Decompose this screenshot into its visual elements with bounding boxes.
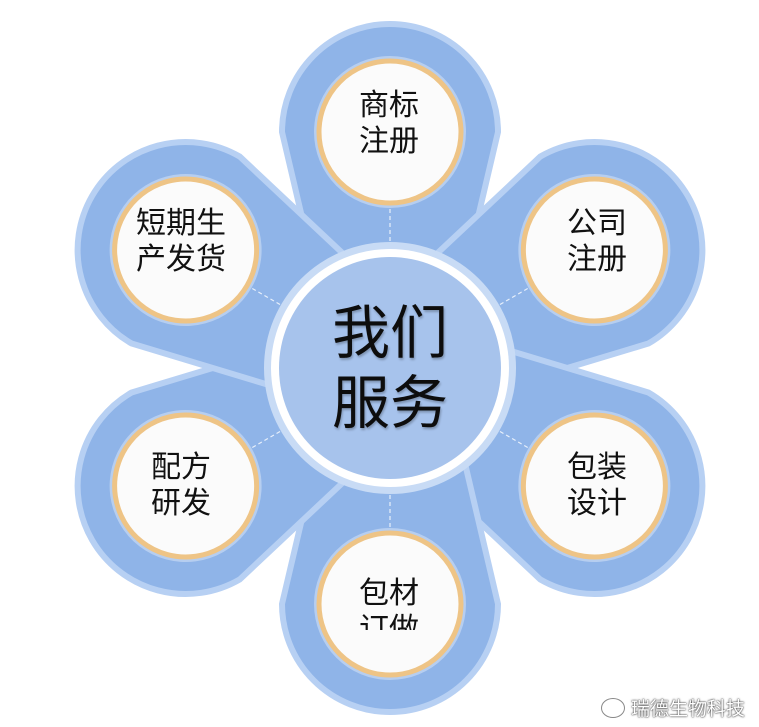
petal-label-short-production: 短期生 产发货 <box>111 206 251 278</box>
petal-circle <box>112 412 260 560</box>
petal-line1: 商标 <box>359 88 419 123</box>
petal-label-trademark: 商标 注册 <box>319 88 459 160</box>
connector-line <box>249 427 287 450</box>
petal-label-company: 公司 注册 <box>527 206 667 278</box>
petal-circle <box>520 412 668 560</box>
petal-circle <box>316 58 464 206</box>
petal-line2: 产发货 <box>136 242 226 277</box>
center-line1: 我们 <box>331 299 448 367</box>
petal-inner <box>314 56 466 248</box>
petal-line2: 订做 <box>359 612 419 630</box>
center-line2: 服务 <box>331 369 448 437</box>
petal-inner <box>109 174 287 326</box>
petal-line2: 设计 <box>567 486 627 521</box>
petal-label-packaging-design: 包装 设计 <box>527 450 667 522</box>
petal-line2: 注册 <box>359 124 419 159</box>
petal-line2: 注册 <box>567 242 627 277</box>
petal-circle <box>316 530 464 678</box>
petal-inner <box>314 488 466 680</box>
petal-label-packaging-material: 包材 订做 <box>319 576 459 630</box>
petal-circle <box>112 176 260 324</box>
petal-inner <box>493 410 671 562</box>
watermark-text: 瑞德生物科技 <box>630 698 745 720</box>
petal-line1: 公司 <box>567 206 627 241</box>
center-label: 我们 服务 <box>290 298 490 438</box>
petal-line1: 配方 <box>151 450 211 485</box>
petal-line1: 包装 <box>567 450 627 485</box>
petal-line2: 研发 <box>151 486 211 521</box>
center-circle <box>279 257 501 479</box>
petal-inner <box>493 174 671 326</box>
connector-line <box>249 286 287 309</box>
watermark: 瑞德生物科技 <box>600 694 745 721</box>
petal-circle <box>520 176 668 324</box>
petal-label-formula: 配方 研发 <box>111 450 251 522</box>
petal-inner <box>109 410 287 562</box>
wechat-icon <box>600 697 625 718</box>
petal-line1: 包材 <box>359 576 419 611</box>
petal-line1: 短期生 <box>136 206 226 241</box>
